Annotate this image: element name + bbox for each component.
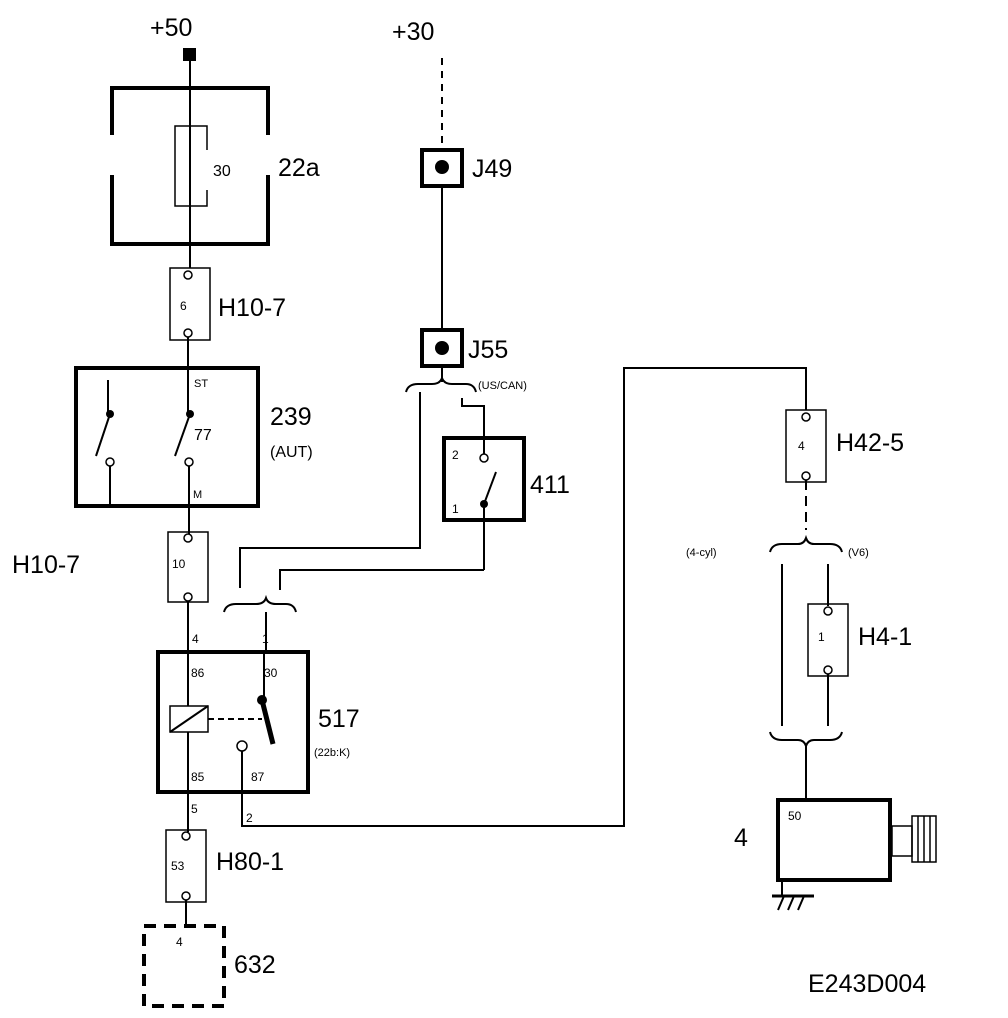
switch-239-sub: (AUT) [270,444,313,461]
switch-blade [95,413,111,457]
switch-411-id: 411 [530,471,570,499]
relay-contact-blade [259,699,276,745]
starter-pin: 50 [788,809,802,823]
connector-body [169,267,211,341]
switch-239-outline [74,366,260,508]
connector-pin: 4 [798,439,805,453]
junction-j49: J49 [420,148,512,188]
connector-label: H80-1 [216,848,284,876]
terminal [183,270,193,280]
component-632: 4 632 [142,924,276,1008]
variant-brace-bottom [769,731,843,750]
wire-j55-to-411 [461,398,485,454]
variant-brace-517 [223,594,297,613]
wire-517-87-to-h42-5 [241,367,807,827]
switch-blade [174,413,191,457]
wire-411-to-517 [279,569,484,590]
relay-517-outline [156,650,310,794]
connector-h80-1: 53 H80-1 [165,829,284,903]
pin-87: 87 [251,770,265,784]
pin-86: 86 [191,666,205,680]
wire-pin: 2 [246,811,253,825]
fuse-box-22a: 30 22a [110,86,320,246]
pin-85: 85 [191,770,205,784]
variant-note: (US/CAN) [478,380,527,392]
connector-pin: 53 [171,859,185,873]
supply-plus50: +50 [150,14,196,61]
relay-coil-diagonal [169,705,209,733]
pin-77: 77 [194,427,212,444]
wire-pin: 4 [192,632,199,646]
terminal [823,606,833,616]
junction-j55: J55 [420,328,508,368]
fuse-box-outline [110,86,270,246]
wire-pin: 1 [262,632,269,646]
terminal [181,891,191,901]
connector-label: H42-5 [836,429,904,457]
plus30-label: +30 [392,18,434,46]
terminal [479,453,489,463]
junction-label: J55 [468,336,508,364]
switch-411: 2 1 411 [442,436,570,570]
connector-pin: 10 [172,557,186,571]
pin-m: M [193,489,202,501]
terminal [236,740,248,752]
wire-pin: 5 [191,802,198,816]
starter-id: 4 [734,824,748,852]
connector-h10-7-pin6: 6 H10-7 [169,267,286,341]
plus50-label: +50 [150,14,192,42]
switch-blade [483,471,497,505]
junction-label: J49 [472,155,512,183]
component-632-pin: 4 [176,935,183,949]
pin-1: 1 [452,502,459,516]
junction-dot [435,341,449,355]
terminal [183,592,193,602]
switch-239-id: 239 [270,403,312,431]
variant-brace-j55 [405,374,477,393]
fuse-box-id: 22a [278,154,320,182]
switch-239: ST 77 M 239 (AUT) [74,366,313,540]
connector-label: H4-1 [858,623,912,651]
relay-517-sub: (22b:K) [314,747,350,759]
component-632-outline [142,924,226,1008]
terminal [823,665,833,675]
terminal [181,831,191,841]
connector-pin: 6 [180,299,187,313]
connector-h42-5: 4 H42-5 [785,409,904,483]
starter-motor-4: 50 4 [734,798,937,911]
junction-dot [435,160,449,174]
variant-v6: (V6) [848,547,869,559]
component-632-id: 632 [234,951,276,979]
starter-body [776,798,892,882]
terminal [183,533,193,543]
relay-517-id: 517 [318,705,360,733]
diagram-code: E243D004 [808,970,926,998]
connector-h10-7-pin10: H10-7 10 [12,531,209,603]
terminal [183,328,193,338]
variant-4cyl: (4-cyl) [686,547,717,559]
fuse-rating: 30 [213,163,231,180]
pin-2: 2 [452,448,459,462]
terminal [801,412,811,422]
plus50-terminal [183,48,196,61]
pin-30: 30 [264,666,278,680]
wire-j55-to-517-alt [239,392,421,588]
variant-brace-top [769,534,843,553]
relay-517: 86 30 85 87 517 (22b:K) [156,650,360,794]
connector-h4-1: 1 H4-1 [807,603,912,677]
pin-st: ST [194,378,208,390]
connector-pin: 1 [818,630,825,644]
connector-label: H10-7 [218,294,286,322]
terminal [184,457,194,467]
starter-shaft [891,825,913,857]
terminal [801,471,811,481]
terminal [105,457,115,467]
connector-label: H10-7 [12,551,80,579]
